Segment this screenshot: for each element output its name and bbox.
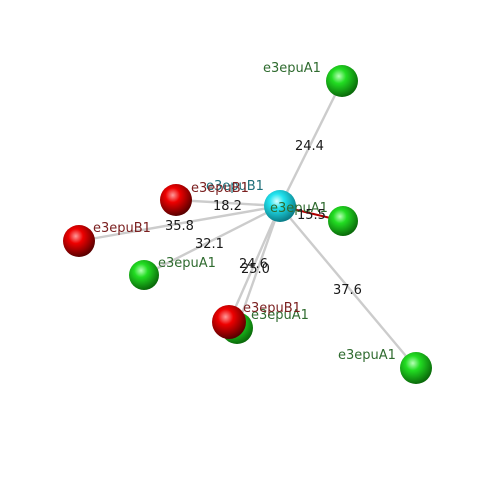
- edge-r-upper: [175, 198, 281, 208]
- edge-g-left: [143, 204, 281, 277]
- label-green-top: e3epuA1: [263, 61, 321, 76]
- label-green-bottom-right: e3epuA1: [338, 348, 396, 363]
- label-green-bottom: e3epuA1: [251, 308, 309, 323]
- node-labels: e3epuA1 e3epuA1 e3epuA1 e3epuA1 e3epuA1 …: [93, 61, 396, 363]
- edge-g-bottom: [235, 205, 282, 329]
- label-red-upper: e3epuB1: [191, 181, 249, 196]
- distance-g-bottom-right: 37.6: [333, 283, 362, 298]
- distance-r-bottom: 24.6: [239, 257, 268, 272]
- label-center: e3epuA1: [270, 201, 328, 216]
- node-green-left: [129, 260, 159, 290]
- node-green-top: [326, 65, 358, 97]
- label-green-left: e3epuA1: [158, 256, 216, 271]
- node-green-bottom-right: [400, 352, 432, 384]
- distance-g-left: 32.1: [195, 237, 224, 252]
- edge-r-bottom: [227, 205, 282, 323]
- distance-g-bottom: 25.0: [241, 262, 270, 277]
- edge-g-top: [278, 80, 344, 207]
- edge-g-bottom-right: [279, 205, 417, 369]
- distance-labels: 24.4 15.5 37.6 32.1 25.0 18.2 35.8 24.6: [165, 139, 362, 298]
- node-red-upper: [160, 184, 192, 216]
- distance-r-left: 35.8: [165, 219, 194, 234]
- edge-r-left: [78, 204, 281, 243]
- node-green-right: [328, 206, 358, 236]
- nodes: [63, 65, 432, 384]
- label-red-left: e3epuB1: [93, 221, 151, 236]
- label-overlap-b1: e3epuB1: [206, 179, 264, 194]
- node-center-cyan: [264, 190, 296, 222]
- node-red-left: [63, 225, 95, 257]
- node-red-bottom: [212, 305, 246, 339]
- edges: [78, 80, 417, 369]
- label-red-bottom: e3epuB1: [243, 301, 301, 316]
- distance-g-right: 15.5: [297, 208, 326, 223]
- distance-g-top: 24.4: [295, 139, 324, 154]
- distance-r-upper: 18.2: [213, 199, 242, 214]
